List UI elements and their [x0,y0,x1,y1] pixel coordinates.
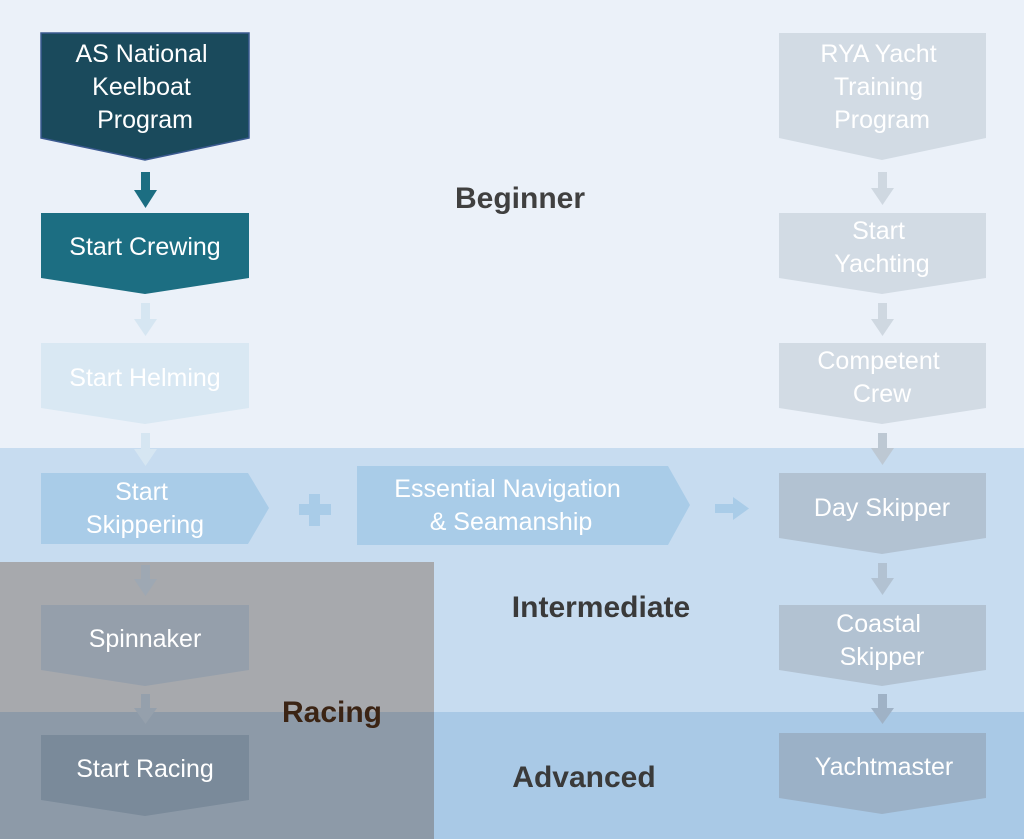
box-coastal-skipper-line-1: Coastal [836,610,921,638]
svg-text:Competent Crew: Competent Crew [817,347,946,408]
box-day-skipper: Day Skipper [779,473,986,554]
box-start-skippering-line-1: Start [115,478,168,506]
svg-text:Start Skippering: Start Skippering [86,478,204,539]
arrow-down-icon [134,172,157,208]
box-rya-line-1: RYA Yacht [820,40,936,68]
box-as-keelboat-line-3: Program [97,106,193,134]
arrow-down-icon [134,565,157,596]
zone-label-advanced: Advanced [512,761,655,794]
box-essential-navigation-line-2: & Seamanship [430,508,593,536]
box-yachtmaster: Yachtmaster [779,733,986,814]
arrow-down-icon [871,694,894,724]
box-spinnaker-label: Spinnaker [89,625,202,653]
arrow-down-icon [871,433,894,465]
svg-text:Start Yachting: Start Yachting [834,217,929,278]
box-as-keelboat-program: AS National Keelboat Program [40,32,250,161]
arrow-down-icon [134,303,157,336]
box-start-skippering-line-2: Skippering [86,511,204,539]
svg-text:Essential Navigation & S: Essential Navigation & Seamanship [394,475,627,536]
box-coastal-skipper-line-2: Skipper [840,643,925,671]
box-competent-crew-line-1: Competent [817,347,939,375]
zone-label-intermediate: Intermediate [512,591,690,624]
box-essential-navigation-line-1: Essential Navigation [394,475,621,503]
arrow-down-icon [871,563,894,595]
box-start-crewing-label: Start Crewing [69,233,220,261]
box-rya-line-3: Program [834,106,930,134]
box-rya-yacht-training-program: RYA Yacht Training Program [779,33,986,160]
box-start-yachting: Start Yachting [779,213,986,294]
box-spinnaker: Spinnaker [41,605,249,686]
arrow-down-icon [871,303,894,336]
plus-icon [299,494,331,526]
box-start-helming-label: Start Helming [69,364,220,392]
arrow-down-icon [134,694,157,724]
box-as-keelboat-line-2: Keelboat [92,73,191,101]
box-start-racing-label: Start Racing [76,755,214,783]
svg-text:AS National Keelboat: AS National Keelboat Program [76,40,215,134]
box-day-skipper-label: Day Skipper [814,494,950,522]
svg-text:RYA Yacht Training: RYA Yacht Training Program [820,40,943,134]
box-yachtmaster-label: Yachtmaster [815,753,953,781]
box-start-crewing: Start Crewing [41,213,249,294]
svg-text:Coastal Skipper: Coastal Skipper [836,610,928,671]
zone-label-racing: Racing [282,696,382,729]
box-competent-crew-line-2: Crew [853,380,912,408]
box-as-keelboat-line-1: AS National [76,40,208,68]
zone-label-beginner: Beginner [455,182,585,215]
arrow-down-icon [134,433,157,466]
box-essential-navigation: Essential Navigation & Seamanship [357,466,690,545]
arrow-down-icon [871,172,894,205]
box-competent-crew: Competent Crew [779,343,986,424]
box-start-yachting-line-1: Start [852,217,905,245]
box-coastal-skipper: Coastal Skipper [779,605,986,686]
box-start-racing: Start Racing [41,735,249,816]
box-rya-line-2: Training [834,73,923,101]
box-start-yachting-line-2: Yachting [834,250,929,278]
arrow-right-icon [715,497,749,520]
box-start-helming: Start Helming [41,343,249,424]
box-start-skippering: Start Skippering [41,473,269,544]
